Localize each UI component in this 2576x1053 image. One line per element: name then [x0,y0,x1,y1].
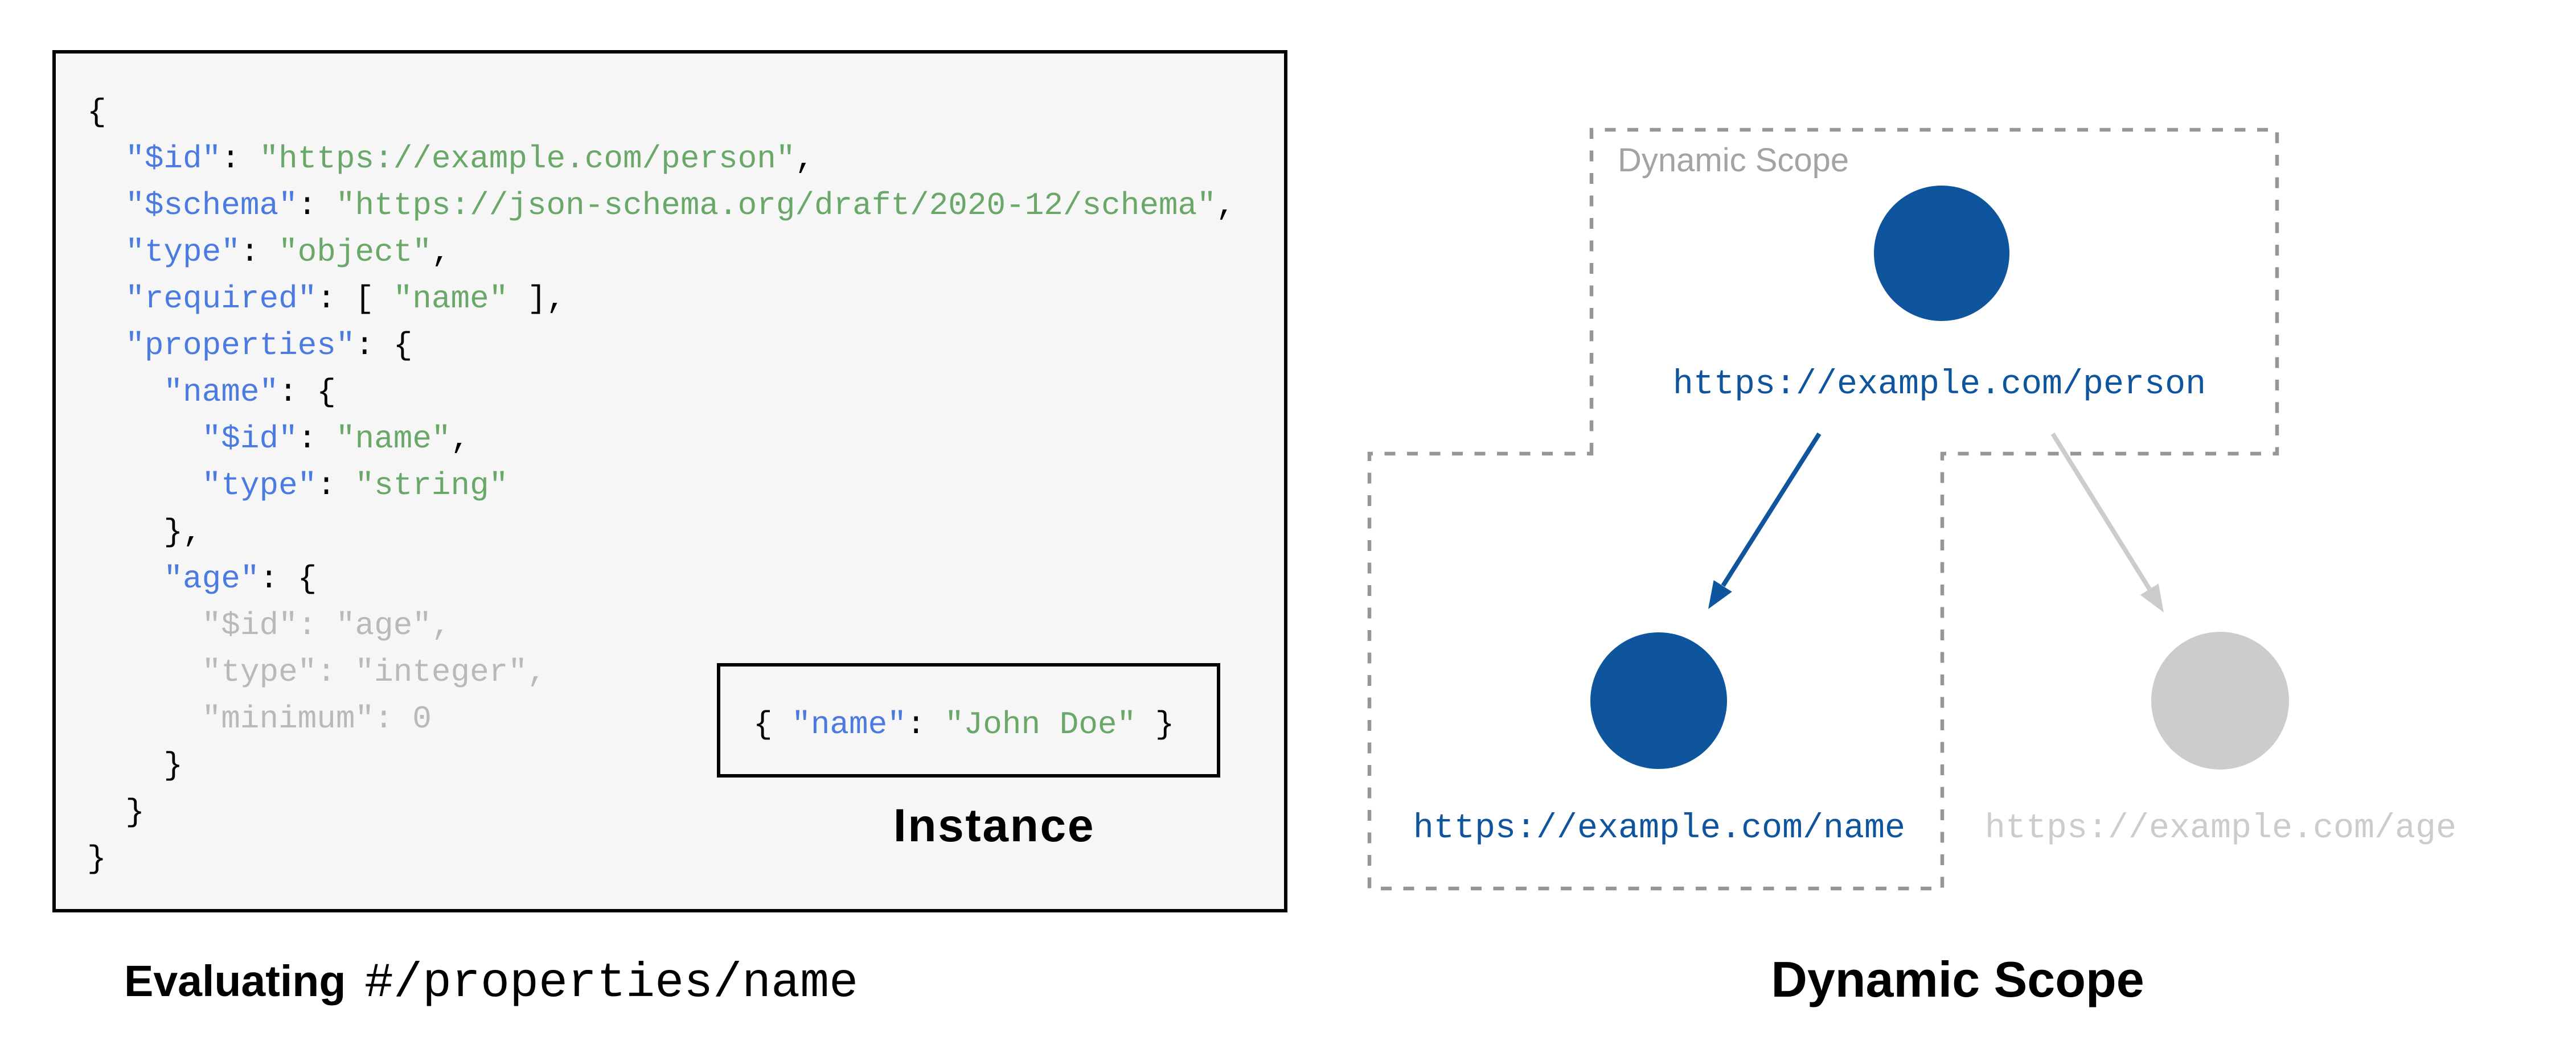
svg-text:https://example.com/age: https://example.com/age [1985,809,2456,848]
svg-text:https://example.com/name: https://example.com/name [1413,809,1905,848]
svg-text:https://example.com/person: https://example.com/person [1673,365,2206,404]
svg-text:Dynamic Scope: Dynamic Scope [1618,142,1849,179]
svg-text:Evaluating#/properties/name: Evaluating#/properties/name [124,956,858,1011]
svg-text:Dynamic Scope: Dynamic Scope [1771,951,2144,1007]
